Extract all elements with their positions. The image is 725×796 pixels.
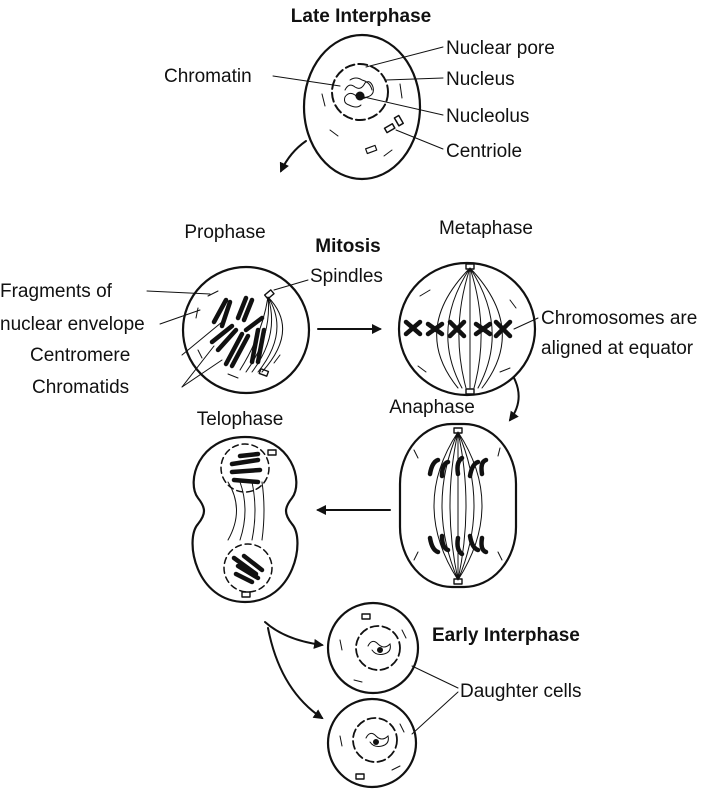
early-interphase-title: Early Interphase <box>432 625 580 646</box>
anaphase-cell <box>398 422 518 589</box>
chromosomes-label-line1: Chromosomes are <box>541 308 697 329</box>
telophase-cell <box>191 435 299 604</box>
chromosomes-label-line2: aligned at equator <box>541 338 694 359</box>
daughter-cells-leaders <box>411 665 459 735</box>
nucleolus-label: Nucleolus <box>446 106 529 127</box>
centriole-label: Centriole <box>446 141 522 162</box>
arrow-to-daughter-bottom <box>267 627 324 720</box>
fragments-label-line2: nuclear envelope <box>0 314 145 335</box>
prophase-leaders <box>146 279 309 388</box>
late-interphase-leaders <box>272 46 444 150</box>
daughter-cell-top <box>326 601 420 695</box>
chromatids-label: Chromatids <box>32 377 129 398</box>
nuclear-pore-label: Nuclear pore <box>446 38 555 59</box>
centromere-label: Centromere <box>30 345 130 366</box>
late-interphase-cell <box>302 33 422 181</box>
metaphase-title: Metaphase <box>439 218 533 239</box>
nucleus-label: Nucleus <box>446 69 515 90</box>
telophase-title: Telophase <box>197 409 284 430</box>
anaphase-title: Anaphase <box>389 397 475 418</box>
arrow-to-daughter-top <box>264 621 324 649</box>
arrow-to-anaphase <box>508 377 520 422</box>
daughter-cell-bottom <box>326 697 418 789</box>
arrow-to-prophase <box>279 140 307 173</box>
late-interphase-title: Late Interphase <box>291 6 431 27</box>
mitosis-title: Mitosis <box>315 236 380 257</box>
prophase-title: Prophase <box>184 222 265 243</box>
chromosomes-leader <box>513 317 539 330</box>
spindles-label: Spindles <box>310 266 383 287</box>
chromatin-label: Chromatin <box>164 66 252 87</box>
fragments-label-line1: Fragments of <box>0 281 113 302</box>
metaphase-cell <box>397 261 537 397</box>
daughter-cells-label: Daughter cells <box>460 681 581 702</box>
prophase-cell <box>181 265 311 395</box>
